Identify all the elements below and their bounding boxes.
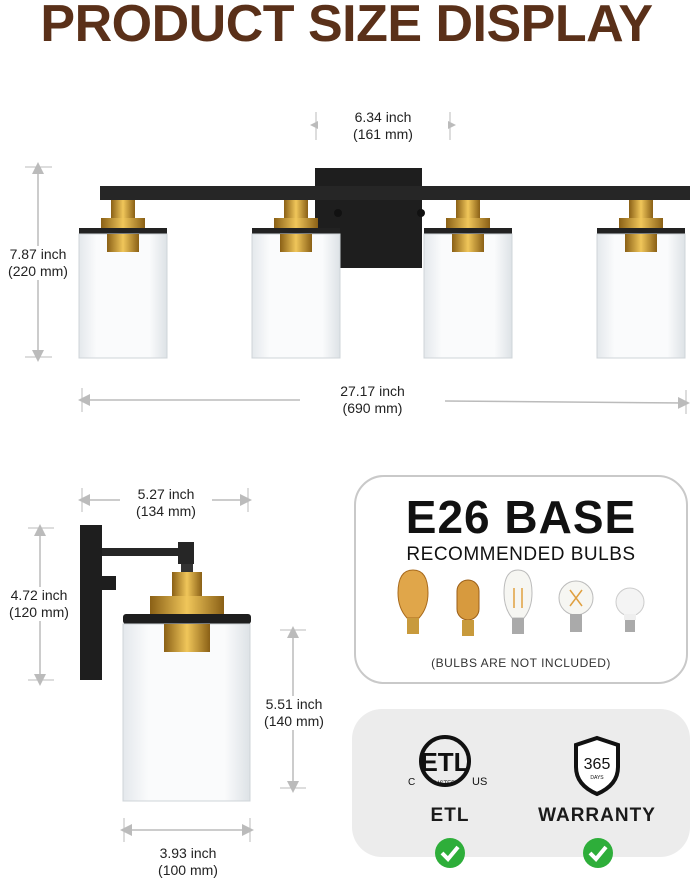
base-type-heading: E26 BASE — [405, 491, 637, 543]
shades — [78, 200, 686, 359]
height-label: 7.87 inch(220 mm) — [0, 246, 76, 280]
shade-diameter-label: 3.93 inch(100 mm) — [158, 845, 218, 878]
backplate-height-label: 4.72 inch(120 mm) — [0, 587, 78, 621]
certifications-panel — [352, 709, 690, 857]
page-title: PRODUCT SIZE DISPLAY — [40, 0, 653, 53]
front-view-drawing — [25, 112, 690, 414]
st64-edison-bulb-icon — [397, 569, 429, 634]
bulbs-not-included-note: (BULBS ARE NOT INCLUDED) — [431, 656, 611, 670]
recommended-bulbs-subtitle: RECOMMENDED BULBS — [406, 544, 636, 565]
check-icon — [435, 838, 465, 868]
svg-text:C: C — [408, 777, 415, 788]
recommended-bulbs-panel — [354, 475, 688, 684]
g25-globe-filament-bulb-icon — [558, 580, 594, 632]
svg-text:DAYS: DAYS — [590, 775, 604, 781]
warranty-label: WARRANTY — [538, 805, 656, 826]
shade-height-label: 5.51 inch(140 mm) — [252, 696, 336, 730]
t45-tubular-bulb-icon — [456, 579, 480, 636]
st64-clear-filament-bulb-icon — [503, 569, 533, 634]
svg-text:LISTED: LISTED — [434, 781, 456, 787]
extension-label: 5.27 inch(134 mm) — [120, 486, 212, 520]
crossbar — [100, 186, 690, 200]
shield-icon: 365 DAYS — [574, 735, 620, 797]
a19-led-bulb-icon — [615, 587, 645, 632]
etl-label: ETL — [430, 805, 470, 826]
backplate-width-label: 6.34 inch(161 mm) — [318, 109, 448, 143]
svg-text:US: US — [472, 776, 487, 788]
etl-listed-icon: ETL LISTED C US — [408, 735, 487, 788]
svg-text:ETL: ETL — [420, 747, 469, 777]
bulb-icons — [397, 569, 645, 636]
total-width-label: 27.17 inch(690 mm) — [340, 383, 405, 416]
side-view-drawing — [28, 488, 306, 842]
check-icon — [583, 838, 613, 868]
svg-text:365: 365 — [584, 756, 611, 773]
